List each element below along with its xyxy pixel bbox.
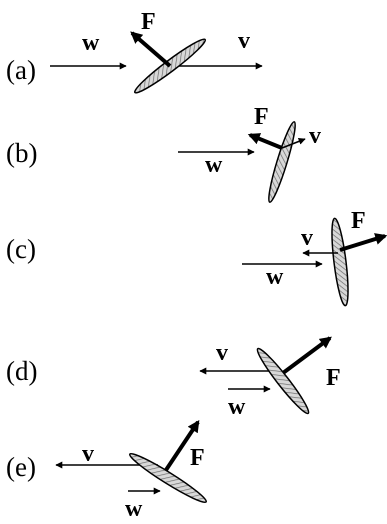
panel-b-F-arrow [247,133,283,150]
panel-b: (b) w F v [6,104,321,203]
panel-c-w-label: w [266,264,284,290]
panel-a-F-label: F [141,9,156,35]
panel-d-v-label: v [216,340,228,366]
panel-b-label: (b) [6,138,37,168]
panel-c-F-arrow [339,233,387,252]
panel-e-label: (e) [6,452,36,482]
panel-a-w-label: w [82,30,100,56]
panel-a-v-label: v [238,28,250,54]
panel-d-F-label: F [326,365,341,391]
panel-d-airfoil [256,347,310,415]
panel-b-w-label: w [205,152,223,178]
panel-a: (a) w v F [6,9,263,94]
panel-c: (c) w v F [6,208,387,307]
panel-b-v-label: v [309,123,321,149]
panel-d-label: (d) [6,356,37,386]
panel-e-w-label: w [125,496,143,519]
panel-e-F-arrow [164,420,200,472]
panel-e-airfoil [128,452,208,504]
panel-c-F-label: F [351,208,366,234]
panel-a-label: (a) [6,55,36,85]
panel-b-F-label: F [254,104,269,130]
panel-a-F-arrow [130,31,172,68]
panel-e: (e) v w F [6,420,208,522]
panel-d-w-label: w [228,394,246,420]
panel-c-v-label: v [301,225,313,251]
panel-c-label: (c) [6,234,36,264]
panel-d-F-arrow [281,336,332,375]
panel-b-v-arrow [281,138,306,149]
panel-e-F-label: F [190,445,205,471]
panel-e-v-label: v [82,441,94,467]
panel-c-airfoil [331,217,349,307]
panel-b-airfoil [268,121,296,203]
panel-d: (d) v w F [6,336,341,420]
